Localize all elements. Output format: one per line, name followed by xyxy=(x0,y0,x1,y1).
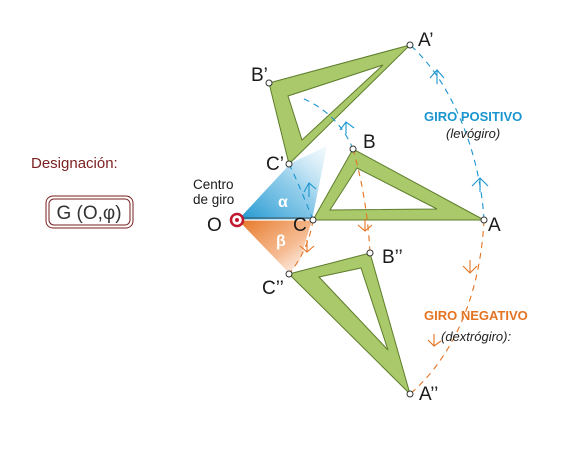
ray-o-c1 xyxy=(236,163,290,221)
designation-formula: G (O,φ) xyxy=(56,203,121,224)
point-label-b: B xyxy=(363,132,376,153)
point-label-a: A xyxy=(488,215,501,236)
ray-o-c2 xyxy=(236,219,290,275)
point-label-c1: C’ xyxy=(266,154,284,175)
negative-rotation-paths xyxy=(288,148,485,395)
point-label-a1: A’ xyxy=(418,30,433,51)
designation-title: Designación: xyxy=(31,155,118,172)
designation-box: G (O,φ) xyxy=(45,195,134,229)
point-label-c2: C’’ xyxy=(262,278,284,299)
point-label-c: C xyxy=(293,215,307,236)
center-of-rotation-icon xyxy=(229,212,245,228)
point-label-a2: A’’ xyxy=(419,384,438,405)
triangle-a2b2c2 xyxy=(288,252,412,396)
point-label-o: O xyxy=(207,215,222,236)
angle-beta-label: β xyxy=(276,233,286,250)
vertex-markers xyxy=(265,41,488,398)
triangle-abc xyxy=(312,148,485,221)
angle-alpha-sector xyxy=(237,146,327,220)
giro-negativo-subtitle: (dextrógiro): xyxy=(441,329,511,344)
angle-alpha-label: α xyxy=(278,194,288,211)
positive-arrowheads xyxy=(303,69,489,197)
giro-positivo-title: GIRO POSITIVO xyxy=(424,109,522,124)
giro-negativo-title: GIRO NEGATIVO xyxy=(424,308,528,323)
center-label-line1: Centro xyxy=(193,177,234,192)
point-label-b2: B’’ xyxy=(382,247,403,268)
positive-rotation-paths xyxy=(288,44,485,221)
triangle-a1b1c1 xyxy=(268,44,412,165)
point-label-b1: B’ xyxy=(251,65,268,86)
negative-arrowheads xyxy=(299,219,478,347)
center-label-line2: de giro xyxy=(193,192,234,207)
giro-positivo-subtitle: (levógiro) xyxy=(446,126,500,141)
angle-beta-sector xyxy=(237,220,312,274)
